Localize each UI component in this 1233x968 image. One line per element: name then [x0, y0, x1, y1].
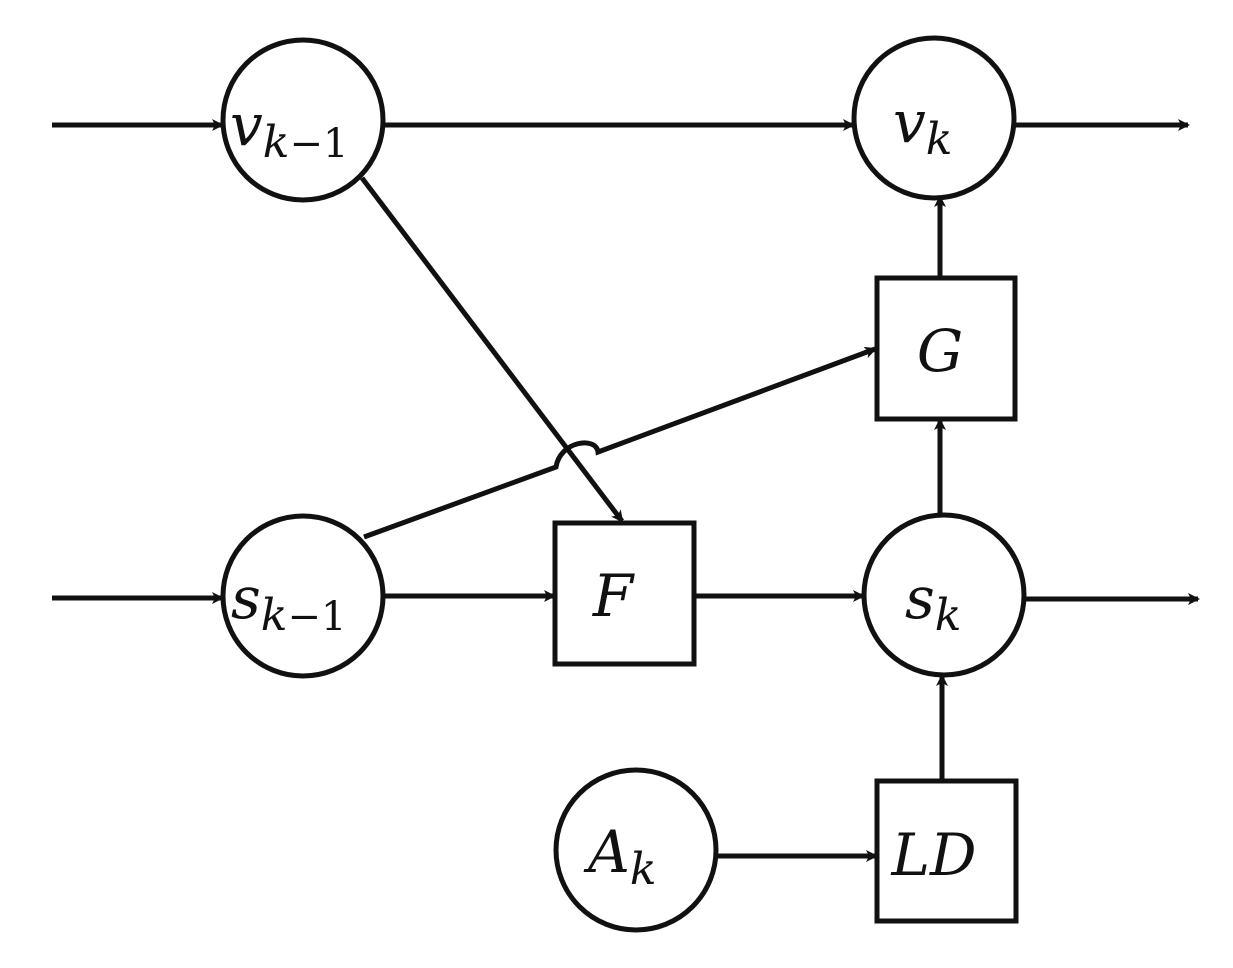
block-f-label: F	[592, 562, 635, 630]
node-s-prev: sk−1	[220, 513, 386, 679]
node-s-prev-label: sk−1	[231, 564, 346, 641]
node-a-k-label: Ak	[583, 818, 657, 895]
node-s-k: sk	[861, 512, 1027, 678]
node-v-k-label: vk	[893, 88, 952, 165]
edge-v-prev-to-f	[360, 176, 624, 523]
node-v-prev-label: vk−1	[230, 91, 348, 168]
node-s-k-label: sk	[905, 564, 961, 641]
block-ld: LD	[874, 778, 1019, 924]
node-v-k: vk	[851, 35, 1017, 201]
block-g-label: G	[917, 317, 963, 385]
block-ld-label: LD	[890, 821, 976, 889]
node-v-prev: vk−1	[220, 37, 386, 203]
node-a-k: Ak	[553, 767, 719, 933]
block-f: F	[552, 520, 697, 667]
edge-s-prev-to-g	[363, 346, 877, 540]
block-g: G	[874, 275, 1018, 422]
